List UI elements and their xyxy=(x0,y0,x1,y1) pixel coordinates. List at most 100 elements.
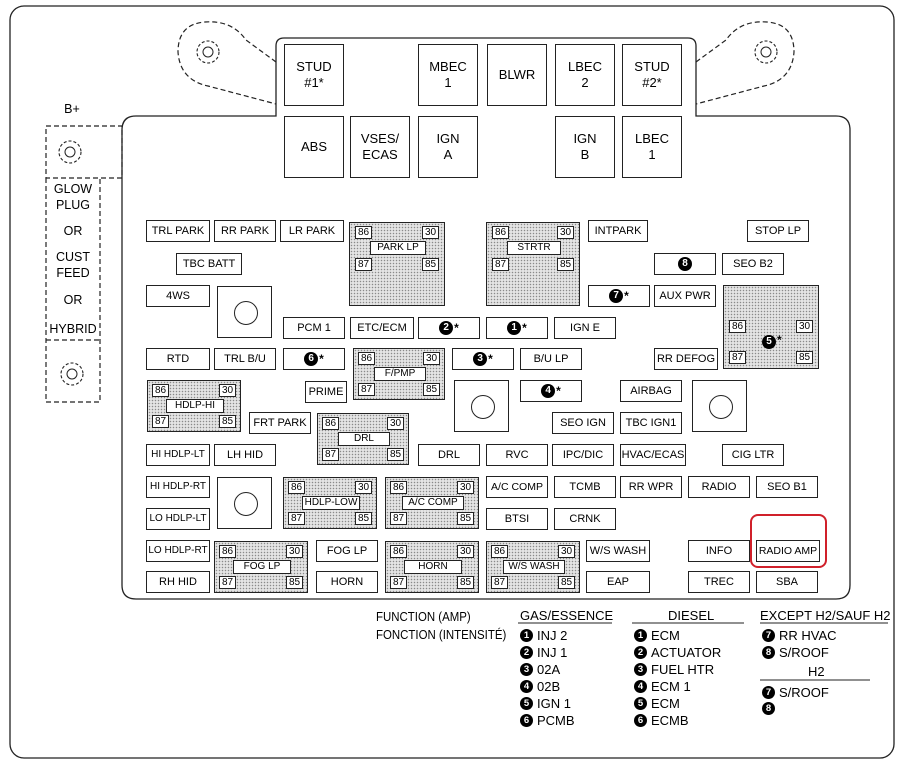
fuse-num-8[interactable]: 8 xyxy=(654,253,716,275)
fuse-num-3[interactable]: 3* xyxy=(452,348,514,370)
fuse-abs[interactable]: ABS xyxy=(284,116,344,178)
fuse-rh-hid[interactable]: RH HID xyxy=(146,571,210,593)
relay-hdlp-hi[interactable]: 86 30 HDLP-HI 87 85 xyxy=(147,380,241,432)
fuse-airbag[interactable]: AIRBAG xyxy=(620,380,682,402)
relay-5[interactable]: 86 30 5* 87 85 xyxy=(723,285,819,369)
fuse-lo-hdlp-rt[interactable]: LO HDLP-RT xyxy=(146,540,210,562)
fuse-sba[interactable]: SBA xyxy=(756,571,818,593)
relay-pin-87: 87 xyxy=(288,512,305,525)
fuse-crnk[interactable]: CRNK xyxy=(554,508,616,530)
fuse-trl-park[interactable]: TRL PARK xyxy=(146,220,210,242)
number-5-icon: 5 xyxy=(634,697,647,710)
fuse-seo-b2[interactable]: SEO B2 xyxy=(722,253,784,275)
relay-pin-30: 30 xyxy=(558,545,575,558)
relay-fog-lp[interactable]: 86 30 FOG LP 87 85 xyxy=(214,541,308,593)
fuse-btsi[interactable]: BTSI xyxy=(486,508,548,530)
fuse-rtd[interactable]: RTD xyxy=(146,348,210,370)
fuse-lbec-1[interactable]: LBEC 1 xyxy=(622,116,682,178)
fuse-num-4[interactable]: 4* xyxy=(520,380,582,402)
fuse-num-6[interactable]: 6* xyxy=(283,348,345,370)
relay-pin-85: 85 xyxy=(219,415,236,428)
fuse-num-1[interactable]: 1* xyxy=(486,317,548,339)
fuse-rr-defog[interactable]: RR DEFOG xyxy=(654,348,718,370)
side-line-5: FEED xyxy=(56,266,90,280)
fuse-tbc-ign1[interactable]: TBC IGN1 xyxy=(620,412,682,434)
relay-pin-30: 30 xyxy=(457,545,474,558)
relay-pin-86: 86 xyxy=(390,481,407,494)
relay-drl[interactable]: 86 30 DRL 87 85 xyxy=(317,413,409,465)
fuse-aux-pwr[interactable]: AUX PWR xyxy=(654,285,716,307)
fuse-trec[interactable]: TREC xyxy=(688,571,750,593)
fuse-hi-hdlp-lt[interactable]: HI HDLP-LT xyxy=(146,444,210,466)
fuse-rvc[interactable]: RVC xyxy=(486,444,548,466)
fuse-tbc-batt[interactable]: TBC BATT xyxy=(176,253,242,275)
fuse-frt-park[interactable]: FRT PARK xyxy=(249,412,311,434)
fuse-mbec-1[interactable]: MBEC 1 xyxy=(418,44,478,106)
fuse-lo-hdlp-lt[interactable]: LO HDLP-LT xyxy=(146,508,210,530)
fuse-ign-a[interactable]: IGN A xyxy=(418,116,478,178)
relay-pin-86: 86 xyxy=(288,481,305,494)
relay-pin-85: 85 xyxy=(286,576,303,589)
relay-pin-30: 30 xyxy=(387,417,404,430)
fuse-pcm-1[interactable]: PCM 1 xyxy=(283,317,345,339)
fuse-drl[interactable]: DRL xyxy=(418,444,480,466)
fuse-cig-ltr[interactable]: CIG LTR xyxy=(722,444,784,466)
relay-pin-85: 85 xyxy=(796,351,813,364)
fuse-bu-lp[interactable]: B/U LP xyxy=(520,348,582,370)
fuse-stud-2[interactable]: STUD #2* xyxy=(622,44,682,106)
relay-pin-85: 85 xyxy=(457,512,474,525)
relay-pin-86: 86 xyxy=(219,545,236,558)
relay-pin-87: 87 xyxy=(322,448,339,461)
fuse-vses-ecas[interactable]: VSES/ ECAS xyxy=(350,116,410,178)
fuse-seo-b1[interactable]: SEO B1 xyxy=(756,476,818,498)
fuse-stop-lp[interactable]: STOP LP xyxy=(747,220,809,242)
fuse-radio-amp[interactable]: RADIO AMP xyxy=(756,540,820,562)
fuse-hi-hdlp-rt[interactable]: HI HDLP-RT xyxy=(146,476,210,498)
fuse-trl-bu[interactable]: TRL B/U xyxy=(214,348,276,370)
relay-ws-wash[interactable]: 86 30 W/S WASH 87 85 xyxy=(486,541,580,593)
relay-horn[interactable]: 86 30 HORN 87 85 xyxy=(385,541,479,593)
fuse-ign-e[interactable]: IGN E xyxy=(554,317,616,339)
number-7-icon: 7 xyxy=(762,629,775,642)
relay-f-pmp[interactable]: 86 30 F/PMP 87 85 xyxy=(353,348,445,400)
fuse-4ws[interactable]: 4WS xyxy=(146,285,210,307)
number-8-icon: 8 xyxy=(678,257,692,271)
fuse-intpark[interactable]: INTPARK xyxy=(588,220,648,242)
fuse-lbec-2[interactable]: LBEC 2 xyxy=(555,44,615,106)
legend-gas-header: GAS/ESSENCE xyxy=(520,608,614,623)
fuse-lh-hid[interactable]: LH HID xyxy=(214,444,276,466)
fuse-eap[interactable]: EAP xyxy=(586,571,650,593)
number-1-icon: 1 xyxy=(520,629,533,642)
fuse-ws-wash[interactable]: W/S WASH xyxy=(586,540,650,562)
fuse-hvac-ecas[interactable]: HVAC/ECAS xyxy=(620,444,686,466)
fuse-radio[interactable]: RADIO xyxy=(688,476,750,498)
relay-hdlp-low[interactable]: 86 30 HDLP-LOW 87 85 xyxy=(283,477,377,529)
fuse-rr-park[interactable]: RR PARK xyxy=(214,220,276,242)
fuse-tcmb[interactable]: TCMB xyxy=(554,476,616,498)
relay-ac-comp[interactable]: 86 30 A/C COMP 87 85 xyxy=(385,477,479,529)
fuse-rr-wpr[interactable]: RR WPR xyxy=(620,476,682,498)
fuse-ipc-dic[interactable]: IPC/DIC xyxy=(552,444,614,466)
fuse-seo-ign[interactable]: SEO IGN xyxy=(552,412,614,434)
fuse-ign-b[interactable]: IGN B xyxy=(555,116,615,178)
fuse-fog-lp[interactable]: FOG LP xyxy=(316,540,378,562)
fuse-stud-1[interactable]: STUD #1* xyxy=(284,44,344,106)
fuse-num-7[interactable]: 7* xyxy=(588,285,650,307)
fuse-blwr[interactable]: BLWR xyxy=(487,44,547,106)
fuse-num-2[interactable]: 2* xyxy=(418,317,480,339)
mount-hole-4 xyxy=(217,477,272,529)
fuse-prime[interactable]: PRIME xyxy=(305,381,347,403)
fuse-lr-park[interactable]: LR PARK xyxy=(280,220,344,242)
number-7-icon: 7 xyxy=(609,289,624,303)
fuse-etc-ecm[interactable]: ETC/ECM xyxy=(350,317,414,339)
relay-strtr[interactable]: 86 30 STRTR 87 85 xyxy=(486,222,580,306)
fuse-ac-comp[interactable]: A/C COMP xyxy=(486,476,548,498)
fuse-info[interactable]: INFO xyxy=(688,540,750,562)
relay-park-lp[interactable]: 86 30 PARK LP 87 85 xyxy=(349,222,445,306)
fuse-horn[interactable]: HORN xyxy=(316,571,378,593)
